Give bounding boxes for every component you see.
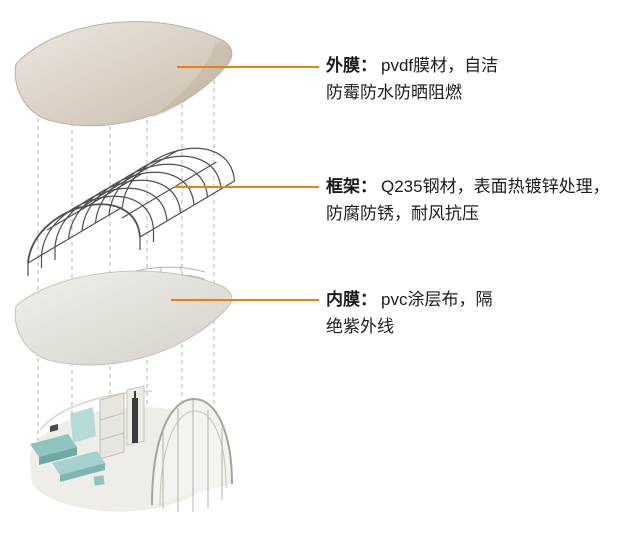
interior-scene-illustration bbox=[29, 385, 233, 512]
connector-line-outer-membrane bbox=[177, 66, 319, 68]
label-line1: 框架：Q235钢材，表面热镀锌处理， bbox=[326, 173, 612, 200]
label-line1: 外膜：pvdf膜材，自洁 bbox=[326, 52, 612, 79]
label-inner-membrane: 内膜：pvc涂层布，隔 绝紫外线 bbox=[326, 286, 612, 340]
label-term: 内膜： bbox=[326, 290, 377, 309]
label-desc-line1: pvc涂层布，隔 bbox=[381, 290, 493, 309]
label-term: 框架： bbox=[326, 177, 377, 196]
label-desc-line1: pvdf膜材，自洁 bbox=[381, 56, 499, 75]
label-desc-line2: 防腐防锈，耐风抗压 bbox=[326, 204, 479, 223]
label-desc-line1: Q235钢材，表面热镀锌处理， bbox=[381, 177, 610, 196]
label-desc-line2: 绝紫外线 bbox=[326, 317, 394, 336]
connector-line-frame bbox=[174, 186, 319, 188]
label-desc-line2: 防霉防水防晒阻燃 bbox=[326, 83, 462, 102]
frame-illustration bbox=[27, 147, 236, 276]
label-term: 外膜： bbox=[326, 56, 377, 75]
inner-membrane-illustration bbox=[14, 265, 233, 366]
label-line1: 内膜：pvc涂层布，隔 bbox=[326, 286, 612, 313]
outer-membrane-illustration bbox=[14, 21, 233, 127]
exploded-structure-svg bbox=[14, 21, 236, 512]
label-outer-membrane: 外膜：pvdf膜材，自洁 防霉防水防晒阻燃 bbox=[326, 52, 612, 106]
connector-line-inner-membrane bbox=[171, 299, 319, 301]
label-frame: 框架：Q235钢材，表面热镀锌处理， 防腐防锈，耐风抗压 bbox=[326, 173, 612, 227]
